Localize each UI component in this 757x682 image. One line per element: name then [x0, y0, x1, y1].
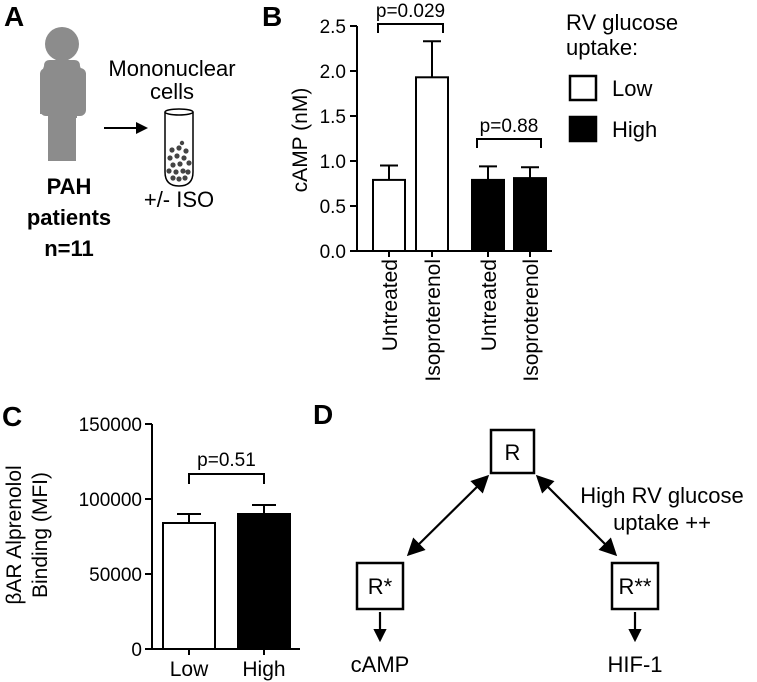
chart-b: 0.0 0.5 1.0 1.5 2.0 2.5 cAMP (nM) Untreated Isop… [289, 1, 552, 382]
y-tick-label: 150000 [79, 415, 142, 436]
person-icon [40, 27, 86, 161]
patients-label-line3: n=11 [44, 236, 94, 261]
panel-d: D R R* R** High RV glucose uptake ++ cAM… [313, 399, 744, 677]
panel-c-letter: C [2, 401, 22, 432]
output-left-label: cAMP [351, 652, 410, 677]
legend-entry-high: High [612, 117, 657, 142]
y-tick-label: 50000 [89, 565, 142, 586]
cells-label-line1: Mononuclear [108, 56, 235, 81]
y-tick-label: 100000 [79, 490, 142, 511]
patients-label-line2: patients [27, 205, 111, 230]
y-tick-label: 1.5 [320, 107, 346, 128]
y-tick-label: 0.0 [320, 242, 346, 263]
x-tick-label: Isoproterenol [422, 259, 445, 382]
cells-label-line2: cells [150, 79, 194, 104]
condition-label-line2: uptake ++ [613, 510, 711, 535]
bar-low-isoproterenol [415, 76, 449, 252]
equilibrium-arrow-right [535, 474, 618, 557]
panel-a-letter: A [4, 1, 24, 32]
state-r-double-star-label: R** [618, 574, 651, 599]
bar-high [237, 513, 291, 650]
significance-low-bracket [377, 23, 444, 33]
y-axis-label: cAMP (nM) [289, 88, 312, 193]
significance-label: p=0.51 [197, 450, 256, 471]
x-tick-label: Untreated [478, 259, 501, 351]
y-axis-label-line2: Binding (MFI) [29, 472, 52, 598]
x-tick-label: Isoproterenol [520, 259, 543, 382]
state-r-double-star-box [610, 561, 660, 611]
state-r-star-label: R* [368, 574, 393, 599]
x-tick-label: High [242, 658, 285, 681]
panel-b-letter: B [262, 1, 282, 32]
legend-swatch-low [568, 74, 598, 102]
y-tick-label: 0.5 [320, 197, 346, 218]
treatment-label: +/- ISO [144, 187, 214, 212]
panel-b: B 0.0 0.5 1.0 1.5 2.0 2.5 cAMP (nM) Untreated Is… [262, 1, 678, 382]
panel-d-letter: D [313, 399, 333, 430]
bar-low [162, 522, 216, 650]
test-tube-icon [164, 108, 194, 187]
bar-high-isoproterenol [513, 177, 547, 253]
significance-low-label: p=0.029 [376, 1, 445, 22]
equilibrium-arrow-left [406, 474, 490, 557]
y-tick-label: 2.0 [320, 62, 346, 83]
legend-swatch-high [568, 115, 598, 143]
panel-a: A Mononuclear cells +/- IS [4, 1, 236, 261]
patients-label-line1: PAH [47, 174, 92, 199]
significance-bracket [188, 473, 265, 484]
significance-high-bracket [476, 138, 542, 148]
y-tick-label: 1.0 [320, 152, 346, 173]
legend-entry-low: Low [612, 76, 652, 101]
output-right-label: HIF-1 [608, 652, 663, 677]
legend-title-line1: RV glucose [566, 10, 678, 35]
bar-low-untreated [372, 178, 406, 252]
significance-high-label: p=0.88 [480, 116, 539, 137]
bar-high-untreated [471, 178, 505, 252]
state-r-box [489, 428, 536, 475]
x-tick-label: Low [170, 658, 209, 681]
x-tick-label: Untreated [379, 259, 402, 351]
state-r-star-box [355, 561, 405, 611]
state-r-label: R [505, 440, 521, 465]
condition-label-line1: High RV glucose [580, 483, 743, 508]
y-axis-label-line1: βAR Alprenolol [3, 465, 26, 604]
legend-title-line2: uptake: [566, 35, 638, 60]
y-tick-label: 2.5 [320, 17, 346, 38]
y-tick-label: 0 [131, 640, 142, 661]
